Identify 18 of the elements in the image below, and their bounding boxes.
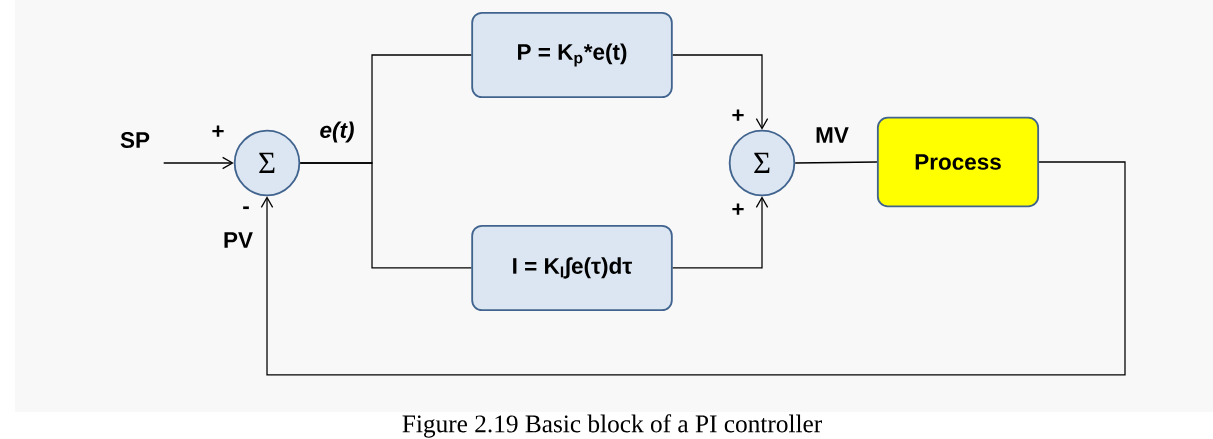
signal-label: - [243,206,249,210]
summing-junction: Σ [233,129,301,197]
process-box: Process [876,116,1040,208]
caption: Figure 2.19 Basic block of a PI controller [402,414,822,438]
connector-arrow [672,196,769,269]
signal-label: + [732,109,744,121]
signal-label: e(t) [320,121,354,143]
connector-arrow [260,161,1126,376]
controller-block: I = K$_{I}$∫e(τ)dτ [471,224,673,312]
signal-label: + [212,125,224,137]
signal-label: PV [224,232,253,248]
summing-junction: Σ [728,129,796,197]
controller-block: P = K$_{p}$*e(t) [471,11,673,99]
connector-arrow [672,54,769,130]
input-label: SP [120,132,150,148]
connector-arrow [163,156,234,170]
signal-label: MV [816,127,849,143]
signal-label: + [732,203,744,215]
